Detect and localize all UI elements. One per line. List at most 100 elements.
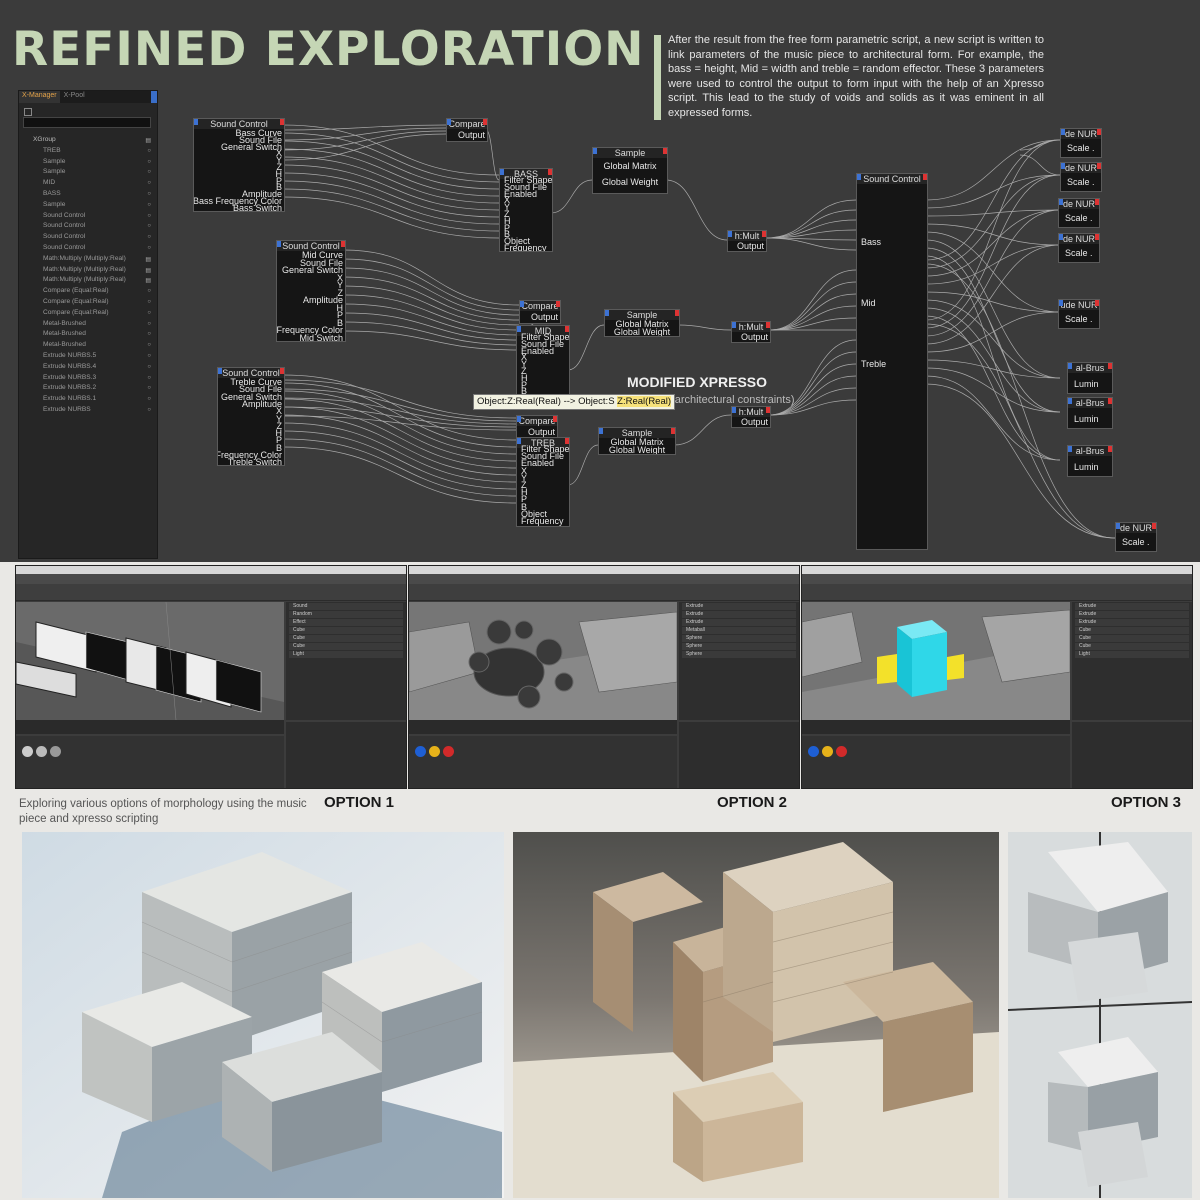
object-row[interactable]: Sphere [682,651,796,658]
node-port[interactable]: Global Weight [613,327,671,337]
material-swatch[interactable] [50,746,61,757]
node-port[interactable]: Enabled [521,345,555,356]
node-port[interactable]: Sound File [504,181,548,192]
node-port[interactable]: X [275,148,282,159]
visibility-icon[interactable]: ○ [147,201,151,208]
node-port[interactable]: Mid Curve [301,250,343,260]
visibility-icon[interactable]: ○ [147,298,151,305]
material-swatch-red[interactable] [836,746,847,757]
viewport[interactable] [409,602,677,720]
node-port[interactable]: Z [276,420,283,431]
tree-item[interactable]: Sample○ [19,157,157,168]
node-output-icon[interactable] [280,368,284,374]
visibility-icon[interactable]: ○ [147,212,151,219]
material-swatch-yellow[interactable] [822,746,833,757]
node-port[interactable]: H [275,428,283,439]
tree-item[interactable]: BASS○ [19,189,157,200]
node-port[interactable]: X [521,352,528,363]
node-port[interactable]: Mid [861,298,876,308]
tree-item[interactable]: Sample○ [19,167,157,178]
object-row[interactable]: Extrude [1075,611,1189,618]
node-input-icon[interactable] [277,241,281,247]
object-row[interactable]: Metaball [682,627,796,634]
node-port[interactable]: Frequency Color [217,450,282,460]
node-output-icon[interactable] [1097,163,1101,169]
object-row[interactable]: Effect [289,619,403,626]
search-input[interactable] [23,117,151,128]
node-port[interactable]: B [275,442,282,453]
node-output-icon[interactable] [1108,398,1112,404]
object-row[interactable]: Cube [1075,635,1189,642]
node-input-icon[interactable] [447,119,451,125]
node-port[interactable]: Enabled [521,458,555,469]
node-input-icon[interactable] [218,368,222,374]
node-output-icon[interactable] [1108,446,1112,452]
visibility-icon[interactable]: ○ [147,244,151,251]
tree-item[interactable]: Math:Multiply (Multiply:Real)▤ [19,275,157,286]
visibility-icon[interactable]: ▤ [145,267,151,274]
viewport[interactable] [16,602,284,720]
node-port[interactable]: Treble Switch [227,457,282,466]
node-port[interactable]: Output [740,417,768,427]
node-port[interactable]: Amplitude [302,295,343,305]
node-port[interactable]: H [521,487,528,498]
node-port[interactable]: General Switch [220,391,282,402]
node-output-icon[interactable] [663,148,667,154]
visibility-icon[interactable]: ▤ [145,278,151,285]
object-row[interactable]: Cube [1075,627,1189,634]
node-port[interactable]: Frequency [521,516,564,526]
visibility-icon[interactable]: ○ [147,180,151,187]
node-port[interactable]: P [275,175,282,186]
node-port[interactable]: Z [521,366,527,376]
node-port[interactable]: Global Matrix [610,437,664,447]
node-port[interactable]: Scale . [1065,248,1093,258]
node-port[interactable]: P [521,494,528,505]
visibility-icon[interactable]: ○ [147,309,151,316]
object-row[interactable]: Light [1075,651,1189,658]
node-port[interactable]: Sound File [238,134,282,145]
node-input-icon[interactable] [1068,446,1072,452]
node-port[interactable]: Y [275,413,282,424]
tree-item[interactable]: Extrude NURBS.1○ [19,394,157,405]
tree-item[interactable]: Sound Control○ [19,243,157,254]
node-output-icon[interactable] [1095,300,1099,306]
tree-item[interactable]: Compare (Equal:Real)○ [19,286,157,297]
node-port[interactable]: H [521,372,528,383]
node-output-icon[interactable] [556,301,560,307]
node-port[interactable]: H [336,302,344,313]
tree-item[interactable]: Sound Control○ [19,211,157,222]
node-output-icon[interactable] [1095,199,1099,205]
object-row[interactable]: Extrude [1075,603,1189,610]
node-port[interactable]: Lumin [1074,462,1099,472]
node-input-icon[interactable] [500,169,504,175]
node-output-icon[interactable] [671,428,675,434]
timeline[interactable] [802,720,1070,734]
material-swatch-blue[interactable] [808,746,819,757]
timeline[interactable] [16,720,284,734]
node-input-icon[interactable] [857,174,861,180]
node-port[interactable]: Z [504,209,510,219]
tree-item[interactable]: Extrude NURBS.3○ [19,373,157,384]
tree-item[interactable]: Metal-Brushed○ [19,329,157,340]
visibility-icon[interactable]: ○ [147,288,151,295]
object-row[interactable]: Extrude [682,619,796,626]
visibility-icon[interactable]: ○ [147,169,151,176]
node-input-icon[interactable] [1061,163,1065,169]
node-port[interactable]: Sound File [521,451,565,462]
node-output-icon[interactable] [483,119,487,125]
node-port[interactable]: Y [504,202,511,213]
node-output-icon[interactable] [548,169,552,175]
node-port[interactable]: P [504,222,511,233]
node-output-icon[interactable] [280,119,284,125]
tree-item[interactable]: Metal-Brushed○ [19,319,157,330]
